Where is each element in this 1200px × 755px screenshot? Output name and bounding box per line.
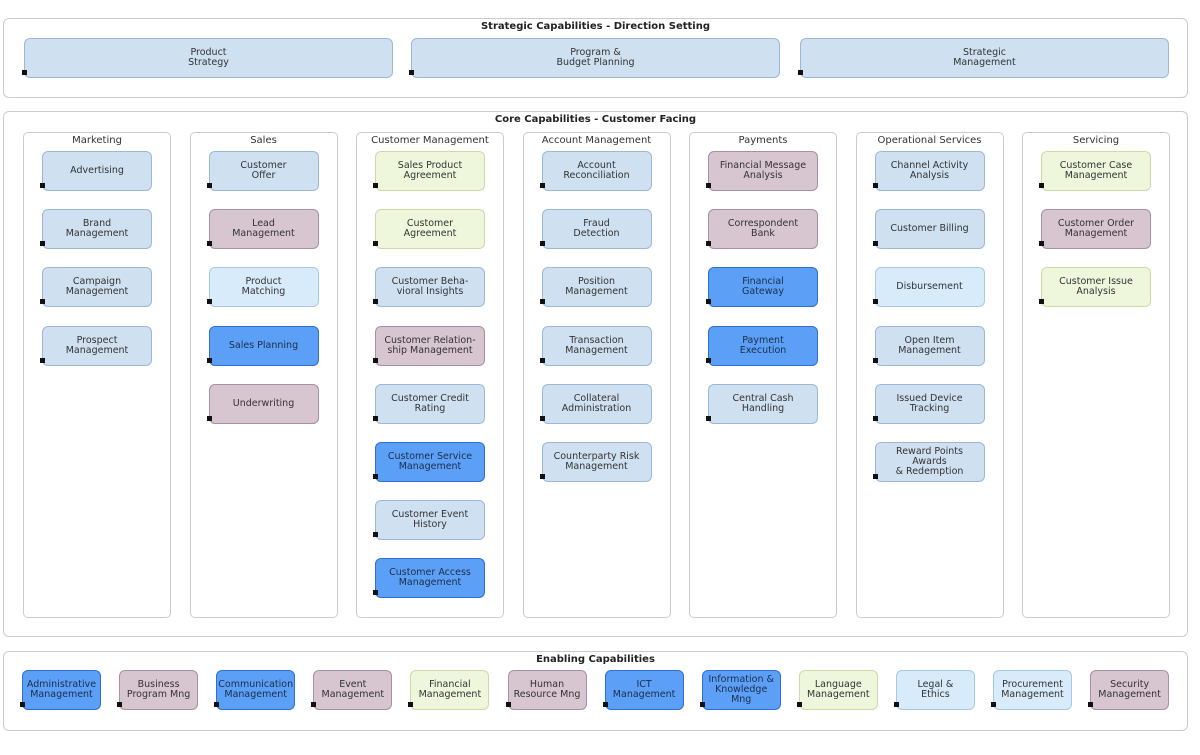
capability-box-sales-planning[interactable]: Sales Planning xyxy=(206,325,319,366)
core-section-title: Core Capabilities - Customer Facing xyxy=(494,114,697,125)
strategic-section-title: Strategic Capabilities - Direction Setti… xyxy=(480,21,710,32)
capability-box-advertising[interactable]: Advertising xyxy=(40,151,152,191)
capability-box-customer-event-history[interactable]: Customer Event History xyxy=(373,500,485,541)
capability-box-financial-gateway[interactable]: Financial Gateway xyxy=(706,267,818,308)
capability-box-customer-relation-ship-management[interactable]: Customer Relation- ship Management xyxy=(373,325,485,366)
capability-box-financial-management[interactable]: Financial Management xyxy=(408,670,490,710)
capability-box-financial-message-analysis[interactable]: Financial Message Analysis xyxy=(706,151,818,191)
capability-box-customer-agreement[interactable]: Customer Agreement xyxy=(373,209,485,250)
capability-box-counterparty-risk-management[interactable]: Counterparty Risk Management xyxy=(539,442,652,482)
capability-box-payment-execution[interactable]: Payment Execution xyxy=(706,325,818,366)
column-title: Customer Management xyxy=(371,135,489,146)
capability-box-business-program-mng[interactable]: Business Program Mng xyxy=(117,670,199,710)
capability-box-program-budget-planning[interactable]: Program & Budget Planning xyxy=(409,38,780,78)
capability-box-product-matching[interactable]: Product Matching xyxy=(206,267,319,308)
capability-box-customer-credit-rating[interactable]: Customer Credit Rating xyxy=(373,383,485,424)
capability-box-customer-access-management[interactable]: Customer Access Management xyxy=(373,558,485,599)
capability-box-security-management[interactable]: Security Management xyxy=(1088,670,1170,710)
capability-box-procurement-management[interactable]: Procurement Management xyxy=(991,670,1072,710)
capability-box-customer-billing[interactable]: Customer Billing xyxy=(872,209,985,250)
column-title: Sales xyxy=(250,135,277,146)
capability-box-strategic-management[interactable]: Strategic Management xyxy=(798,38,1169,78)
capability-box-transaction-management[interactable]: Transaction Management xyxy=(539,325,652,366)
capability-box-customer-order-management[interactable]: Customer Order Management xyxy=(1039,209,1151,250)
capability-box-lead-management[interactable]: Lead Management xyxy=(206,209,319,250)
capability-box-fraud-detection[interactable]: Fraud Detection xyxy=(539,209,652,250)
capability-box-language-management[interactable]: Language Management xyxy=(796,670,878,710)
capability-box-ict-management[interactable]: ICT Management xyxy=(602,670,684,710)
enabling-section-title: Enabling Capabilities xyxy=(536,654,655,665)
capability-box-sales-product-agreement[interactable]: Sales Product Agreement xyxy=(373,151,485,191)
capability-box-brand-management[interactable]: Brand Management xyxy=(40,209,152,250)
capability-box-customer-case-management[interactable]: Customer Case Management xyxy=(1039,151,1151,191)
capability-box-open-item-management[interactable]: Open Item Management xyxy=(872,325,985,366)
column-title: Payments xyxy=(738,135,788,146)
capability-box-prospect-management[interactable]: Prospect Management xyxy=(40,325,152,366)
capability-box-administrative-management[interactable]: Administrative Management xyxy=(20,670,101,710)
capability-box-customer-issue-analysis[interactable]: Customer Issue Analysis xyxy=(1039,267,1151,308)
capability-box-legal-ethics[interactable]: Legal & Ethics xyxy=(893,670,975,710)
capability-box-disbursement[interactable]: Disbursement xyxy=(872,267,985,308)
capability-box-reward-points-awards-redemption[interactable]: Reward Points Awards & Redemption xyxy=(872,442,985,482)
capability-box-position-management[interactable]: Position Management xyxy=(539,267,652,308)
capability-box-product-strategy[interactable]: Product Strategy xyxy=(22,38,393,78)
column-title: Servicing xyxy=(1072,135,1120,146)
capability-box-central-cash-handling[interactable]: Central Cash Handling xyxy=(706,383,818,424)
column-title: Operational Services xyxy=(877,135,982,146)
column-title: Account Management xyxy=(541,135,652,146)
capability-box-underwriting[interactable]: Underwriting xyxy=(206,383,319,424)
capability-box-campaign-management[interactable]: Campaign Management xyxy=(40,267,152,308)
column-title: Marketing xyxy=(72,135,122,146)
capability-box-human-resource-mng[interactable]: Human Resource Mng xyxy=(505,670,587,710)
capability-box-customer-beha-vioral-insights[interactable]: Customer Beha- vioral Insights xyxy=(373,267,485,308)
capability-box-customer-offer[interactable]: Customer Offer xyxy=(206,151,319,191)
capability-box-collateral-administration[interactable]: Collateral Administration xyxy=(539,383,652,424)
enabling-section: Enabling Capabilities Administrative Man… xyxy=(3,651,1188,731)
capability-box-issued-device-tracking[interactable]: Issued Device Tracking xyxy=(872,383,985,424)
capability-box-correspondent-bank[interactable]: Correspondent Bank xyxy=(706,209,818,250)
capability-box-communication-management[interactable]: Communication Management xyxy=(214,670,296,710)
capability-box-account-reconciliation[interactable]: Account Reconciliation xyxy=(539,151,652,191)
capability-box-customer-service-management[interactable]: Customer Service Management xyxy=(373,442,485,482)
capability-box-event-management[interactable]: Event Management xyxy=(311,670,393,710)
capability-box-channel-activity-analysis[interactable]: Channel Activity Analysis xyxy=(872,151,985,191)
capability-box-information-knowledge-mng[interactable]: Information & Knowledge Mng xyxy=(699,670,781,710)
core-section: Core Capabilities - Customer Facing Mark… xyxy=(3,111,1188,637)
strategic-section: Strategic Capabilities - Direction Setti… xyxy=(3,18,1188,98)
